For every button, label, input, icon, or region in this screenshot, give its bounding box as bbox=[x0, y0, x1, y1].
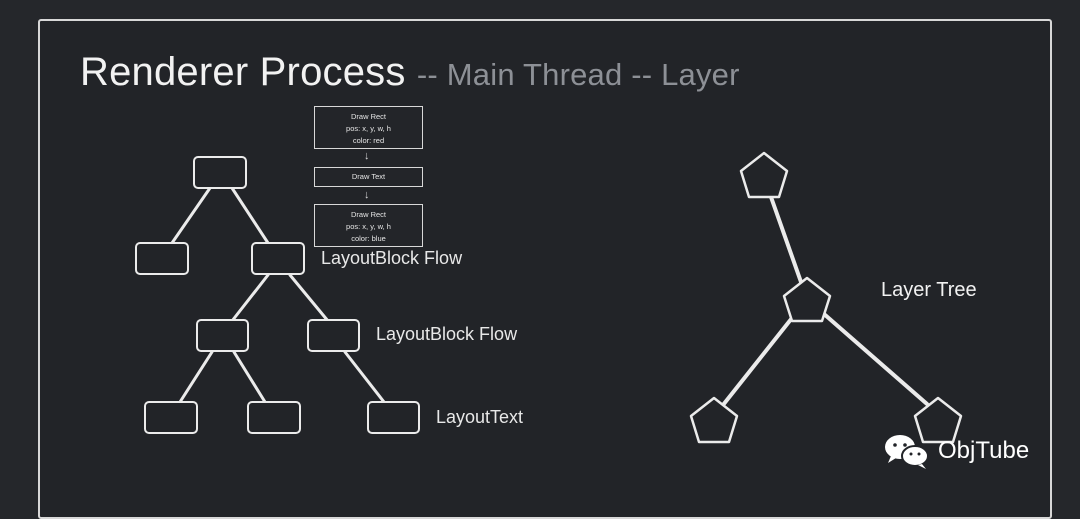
layer-node-center bbox=[782, 276, 832, 323]
title-sub: -- Main Thread -- Layer bbox=[416, 57, 740, 92]
draw-command-text: Draw Text bbox=[314, 167, 423, 187]
edge-flow-right bbox=[288, 273, 330, 323]
label-layout-block-flow: LayoutBlock Flow bbox=[321, 248, 463, 268]
layout-node-root bbox=[193, 156, 247, 189]
edge-child-c bbox=[343, 350, 386, 404]
edge-root-right bbox=[230, 186, 270, 245]
title-main: Renderer Process bbox=[80, 50, 406, 94]
layer-edge-top bbox=[769, 195, 803, 284]
layout-tree-nodes bbox=[135, 156, 420, 434]
layer-tree-edges bbox=[721, 195, 929, 407]
layer-edge-left bbox=[721, 316, 794, 407]
layout-tree-edges bbox=[170, 186, 386, 404]
arrow-down-icon: ↓ bbox=[364, 189, 370, 201]
layout-node-right bbox=[307, 319, 360, 352]
watermark: ObjTube bbox=[882, 432, 1029, 470]
slide-title: Renderer Process -- Main Thread -- Layer bbox=[80, 50, 740, 95]
label-layout-text: LayoutText bbox=[436, 407, 524, 427]
diagram-canvas bbox=[135, 151, 963, 444]
edge-child-b bbox=[232, 350, 267, 404]
edge-root-left bbox=[170, 186, 212, 245]
draw-command-rect-red: Draw Rect pos: x, y, w, h color: red bbox=[314, 106, 423, 149]
layer-node-top bbox=[739, 151, 789, 199]
layer-node-right bbox=[913, 396, 963, 444]
layer-edge-right bbox=[822, 312, 929, 406]
watermark-text: ObjTube bbox=[938, 437, 1030, 464]
layout-node-leaf-1 bbox=[144, 401, 198, 434]
layout-node-left bbox=[135, 242, 189, 275]
layout-node-block-flow bbox=[251, 242, 305, 275]
label-layout-block-flow-2: LayoutBlock Flow bbox=[376, 324, 518, 344]
layer-node-left bbox=[689, 396, 739, 444]
label-layer-tree: Layer Tree bbox=[881, 279, 977, 301]
layout-node-text bbox=[367, 401, 420, 434]
arrow-down-icon: ↓ bbox=[364, 150, 370, 162]
edge-child-a bbox=[178, 350, 214, 404]
wechat-icon bbox=[885, 435, 929, 469]
layout-node-block-flow-2 bbox=[196, 319, 249, 352]
layout-node-leaf-2 bbox=[247, 401, 301, 434]
edge-flow-left bbox=[230, 273, 270, 323]
slide-frame bbox=[38, 19, 1052, 519]
draw-command-rect-blue: Draw Rect pos: x, y, w, h color: blue bbox=[314, 204, 423, 247]
layer-tree-nodes bbox=[689, 151, 963, 444]
